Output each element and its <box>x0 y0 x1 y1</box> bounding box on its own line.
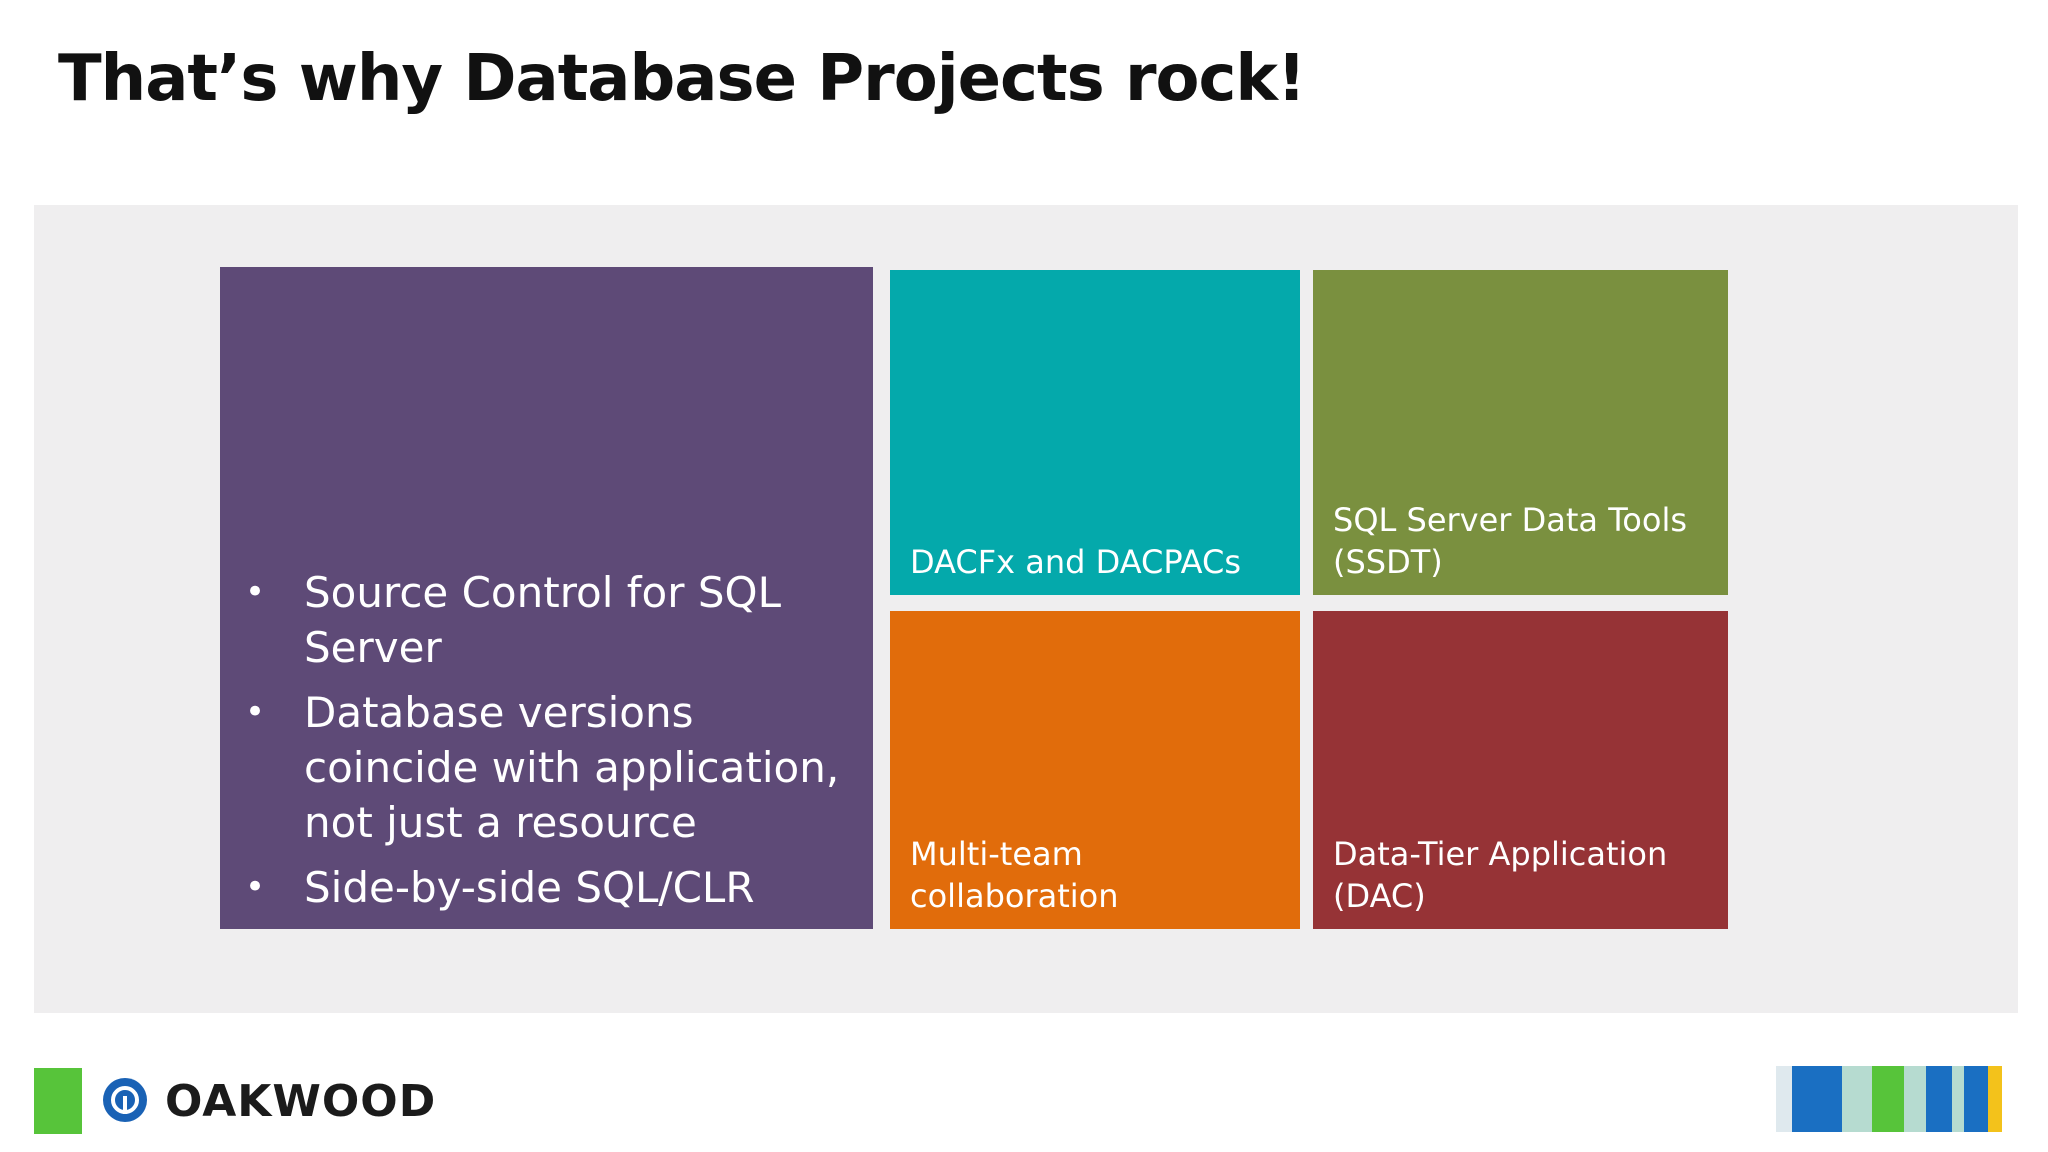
tile-source-control: • Source Control for SQL Server • Databa… <box>220 267 873 929</box>
footer-accent-bar <box>34 1068 82 1134</box>
oakwood-logo-icon <box>103 1078 147 1122</box>
bullet-text: Side-by-side SQL/CLR <box>304 863 755 912</box>
stripe <box>1776 1066 1792 1132</box>
tile-ssdt-label: SQL Server Data Tools (SSDT) <box>1333 499 1712 583</box>
bullet-dot-icon: • <box>244 867 266 907</box>
tile-label-line: (DAC) <box>1333 877 1426 915</box>
stripe <box>1872 1066 1904 1132</box>
bullet-dot-icon: • <box>244 572 266 612</box>
tile-label-line: (SSDT) <box>1333 543 1443 581</box>
bullet-item: • Source Control for SQL Server <box>240 565 853 675</box>
stripe <box>1926 1066 1952 1132</box>
tile-multi-team: Multi-team collaboration <box>890 611 1300 929</box>
stripe <box>1842 1066 1872 1132</box>
tile-dacfx: DACFx and DACPACs <box>890 270 1300 595</box>
bullet-dot-icon: • <box>244 692 266 732</box>
tile-label-line: DACFx and DACPACs <box>910 543 1241 581</box>
stripe <box>1904 1066 1926 1132</box>
bullet-item: • Side-by-side SQL/CLR <box>240 860 853 915</box>
tile-label-line: Multi-team <box>910 835 1083 873</box>
footer-stripe-decoration <box>1776 1066 2012 1132</box>
tile-label-line: collaboration <box>910 877 1119 915</box>
stripe <box>1952 1066 1964 1132</box>
oakwood-logo-glyph-icon <box>111 1086 139 1114</box>
stripe <box>1964 1066 1988 1132</box>
tile-dac: Data-Tier Application (DAC) <box>1313 611 1728 929</box>
tile-label-line: SQL Server Data Tools <box>1333 501 1688 539</box>
tile-dacfx-label: DACFx and DACPACs <box>910 541 1284 583</box>
tile-multi-team-label: Multi-team collaboration <box>910 833 1284 917</box>
feature-bullet-list: • Source Control for SQL Server • Databa… <box>240 555 853 915</box>
tile-ssdt: SQL Server Data Tools (SSDT) <box>1313 270 1728 595</box>
oakwood-logo-text: OAKWOOD <box>165 1076 437 1127</box>
bullet-text: Database versions coincide with applicat… <box>304 688 840 847</box>
tile-dac-label: Data-Tier Application (DAC) <box>1333 833 1712 917</box>
bullet-text: Source Control for SQL Server <box>304 568 781 672</box>
slide-title: That’s why Database Projects rock! <box>58 42 1306 116</box>
stripe <box>1988 1066 2002 1132</box>
stripe <box>1792 1066 1842 1132</box>
tile-label-line: Data-Tier Application <box>1333 835 1668 873</box>
bullet-item: • Database versions coincide with applic… <box>240 685 853 850</box>
